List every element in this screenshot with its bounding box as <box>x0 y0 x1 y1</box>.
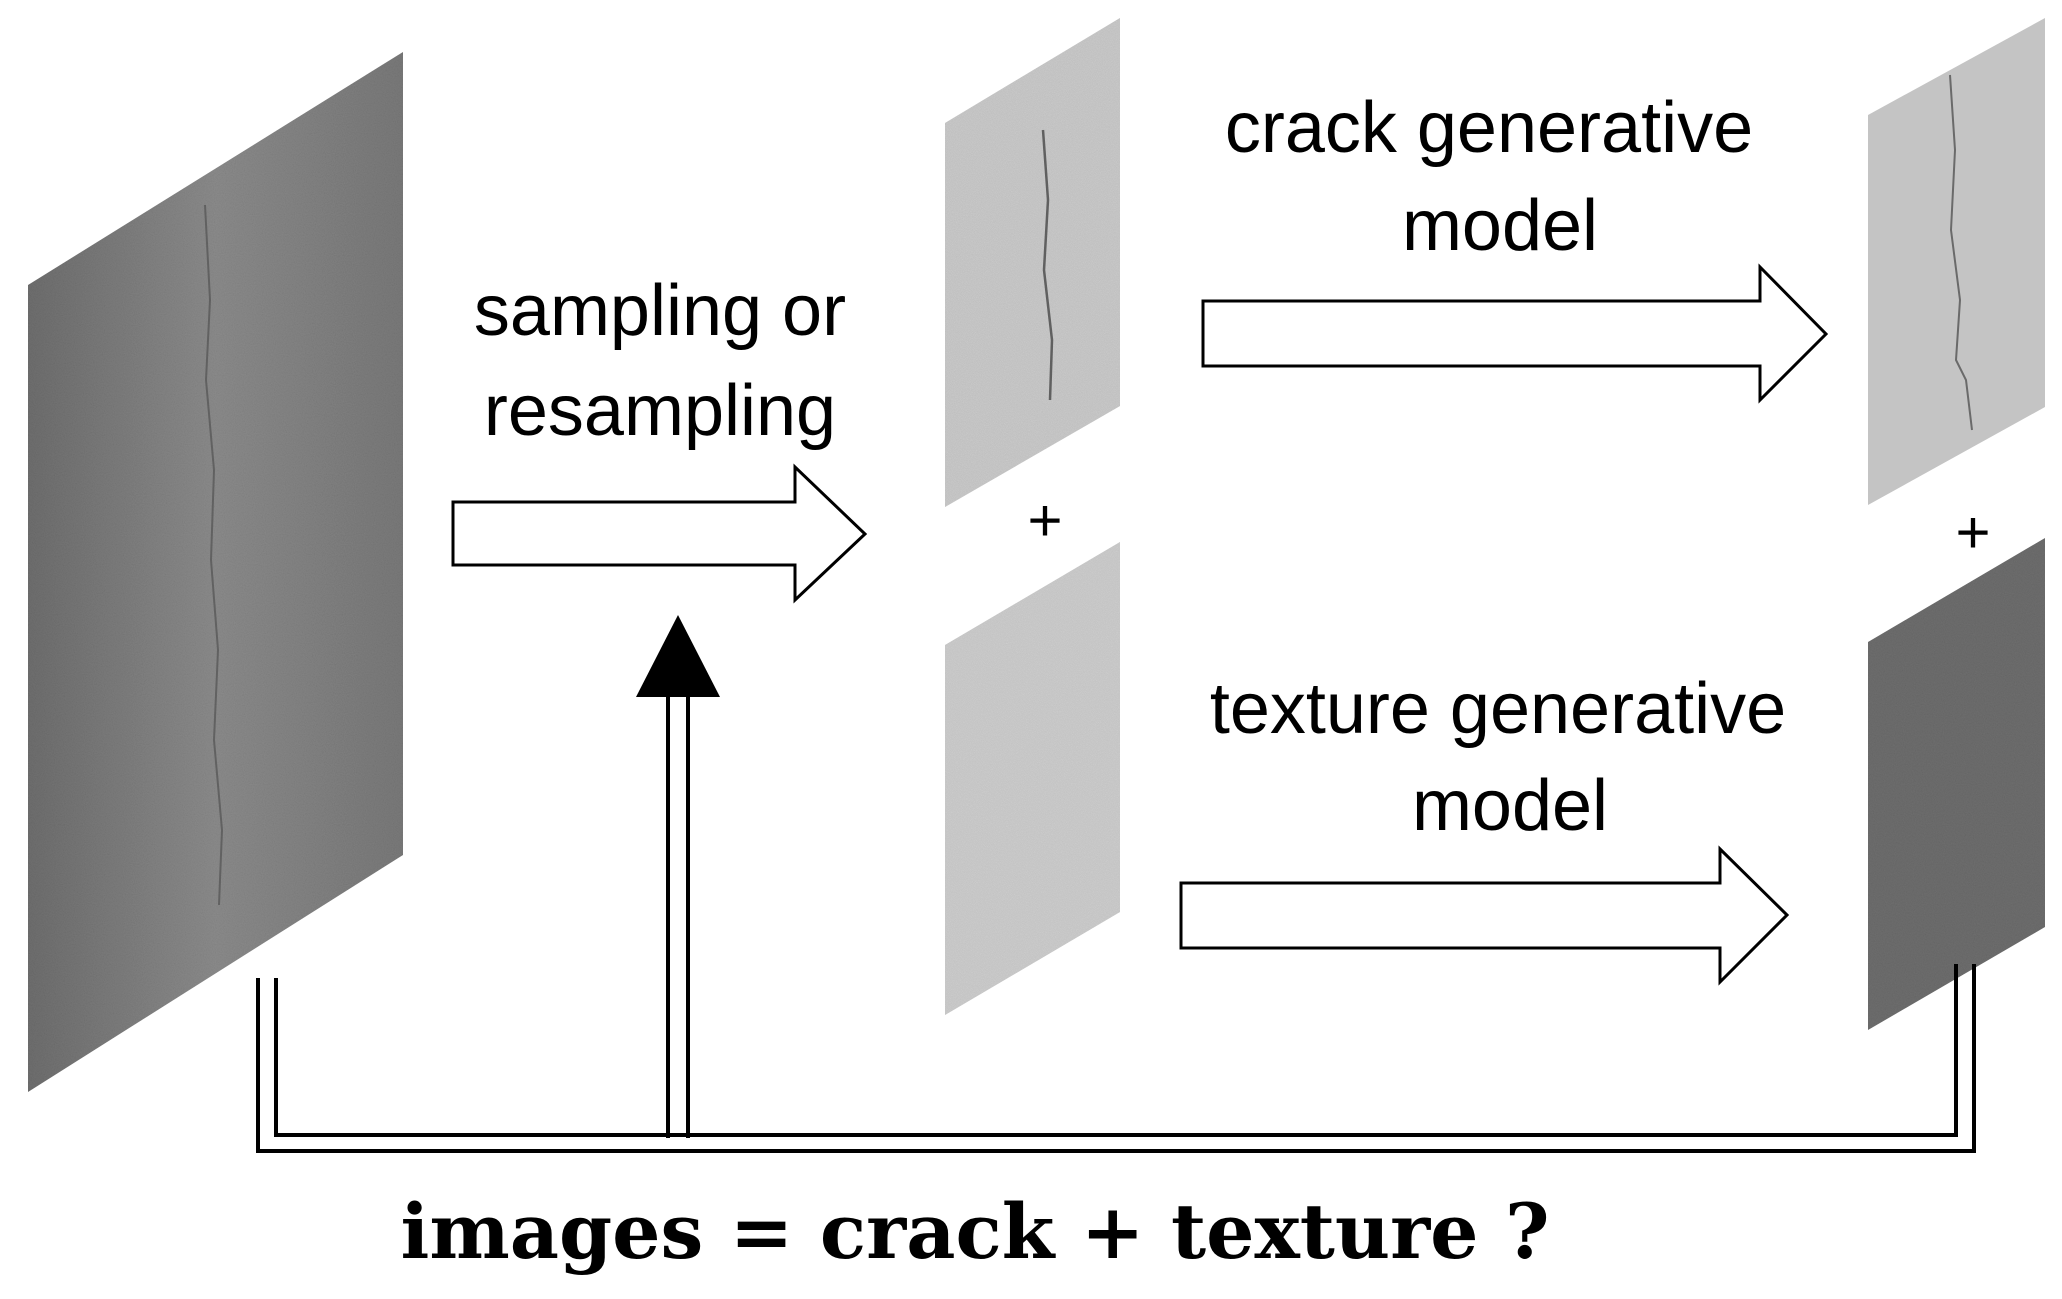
crack-output-crack-line <box>1949 74 1973 431</box>
texture-output-surface <box>1868 538 2045 1030</box>
input-crack-line <box>204 204 224 906</box>
feedback-arrowhead-icon <box>636 615 720 697</box>
feedback-outer-line <box>256 964 1976 1153</box>
feedback-inner-line <box>274 964 1958 1137</box>
input-image-panel <box>28 52 403 1092</box>
crack-output-image <box>1868 18 2045 505</box>
texture-patch <box>945 542 1120 1015</box>
texture-model-arrow-icon <box>1179 845 1790 986</box>
sampling-arrow-icon <box>451 463 868 604</box>
texture-patch-surface <box>945 542 1120 1015</box>
crack-patch <box>945 18 1120 507</box>
sampling-label-line1: sampling or <box>474 271 846 351</box>
crack-patch-surface <box>945 18 1120 507</box>
crack-patch-crack-line <box>1041 129 1054 401</box>
texture-output-image <box>1868 538 2045 1030</box>
equation-label: images = crack + texture ? <box>400 1187 1549 1276</box>
texture-model-label-line2: model <box>1412 766 1608 846</box>
sampling-label-line2: resampling <box>484 371 836 451</box>
input-image-surface <box>28 52 403 1092</box>
plus-sign-middle: + <box>1027 487 1062 554</box>
feedback-connector <box>256 690 1976 1153</box>
crack-output-surface <box>1868 18 2045 505</box>
plus-sign-right: + <box>1955 499 1990 566</box>
texture-model-label-line1: texture generative <box>1210 669 1786 749</box>
crack-model-arrow-icon <box>1201 263 1829 404</box>
crack-model-label-line2: model <box>1402 186 1598 266</box>
crack-model-label-line1: crack generative <box>1225 88 1753 168</box>
